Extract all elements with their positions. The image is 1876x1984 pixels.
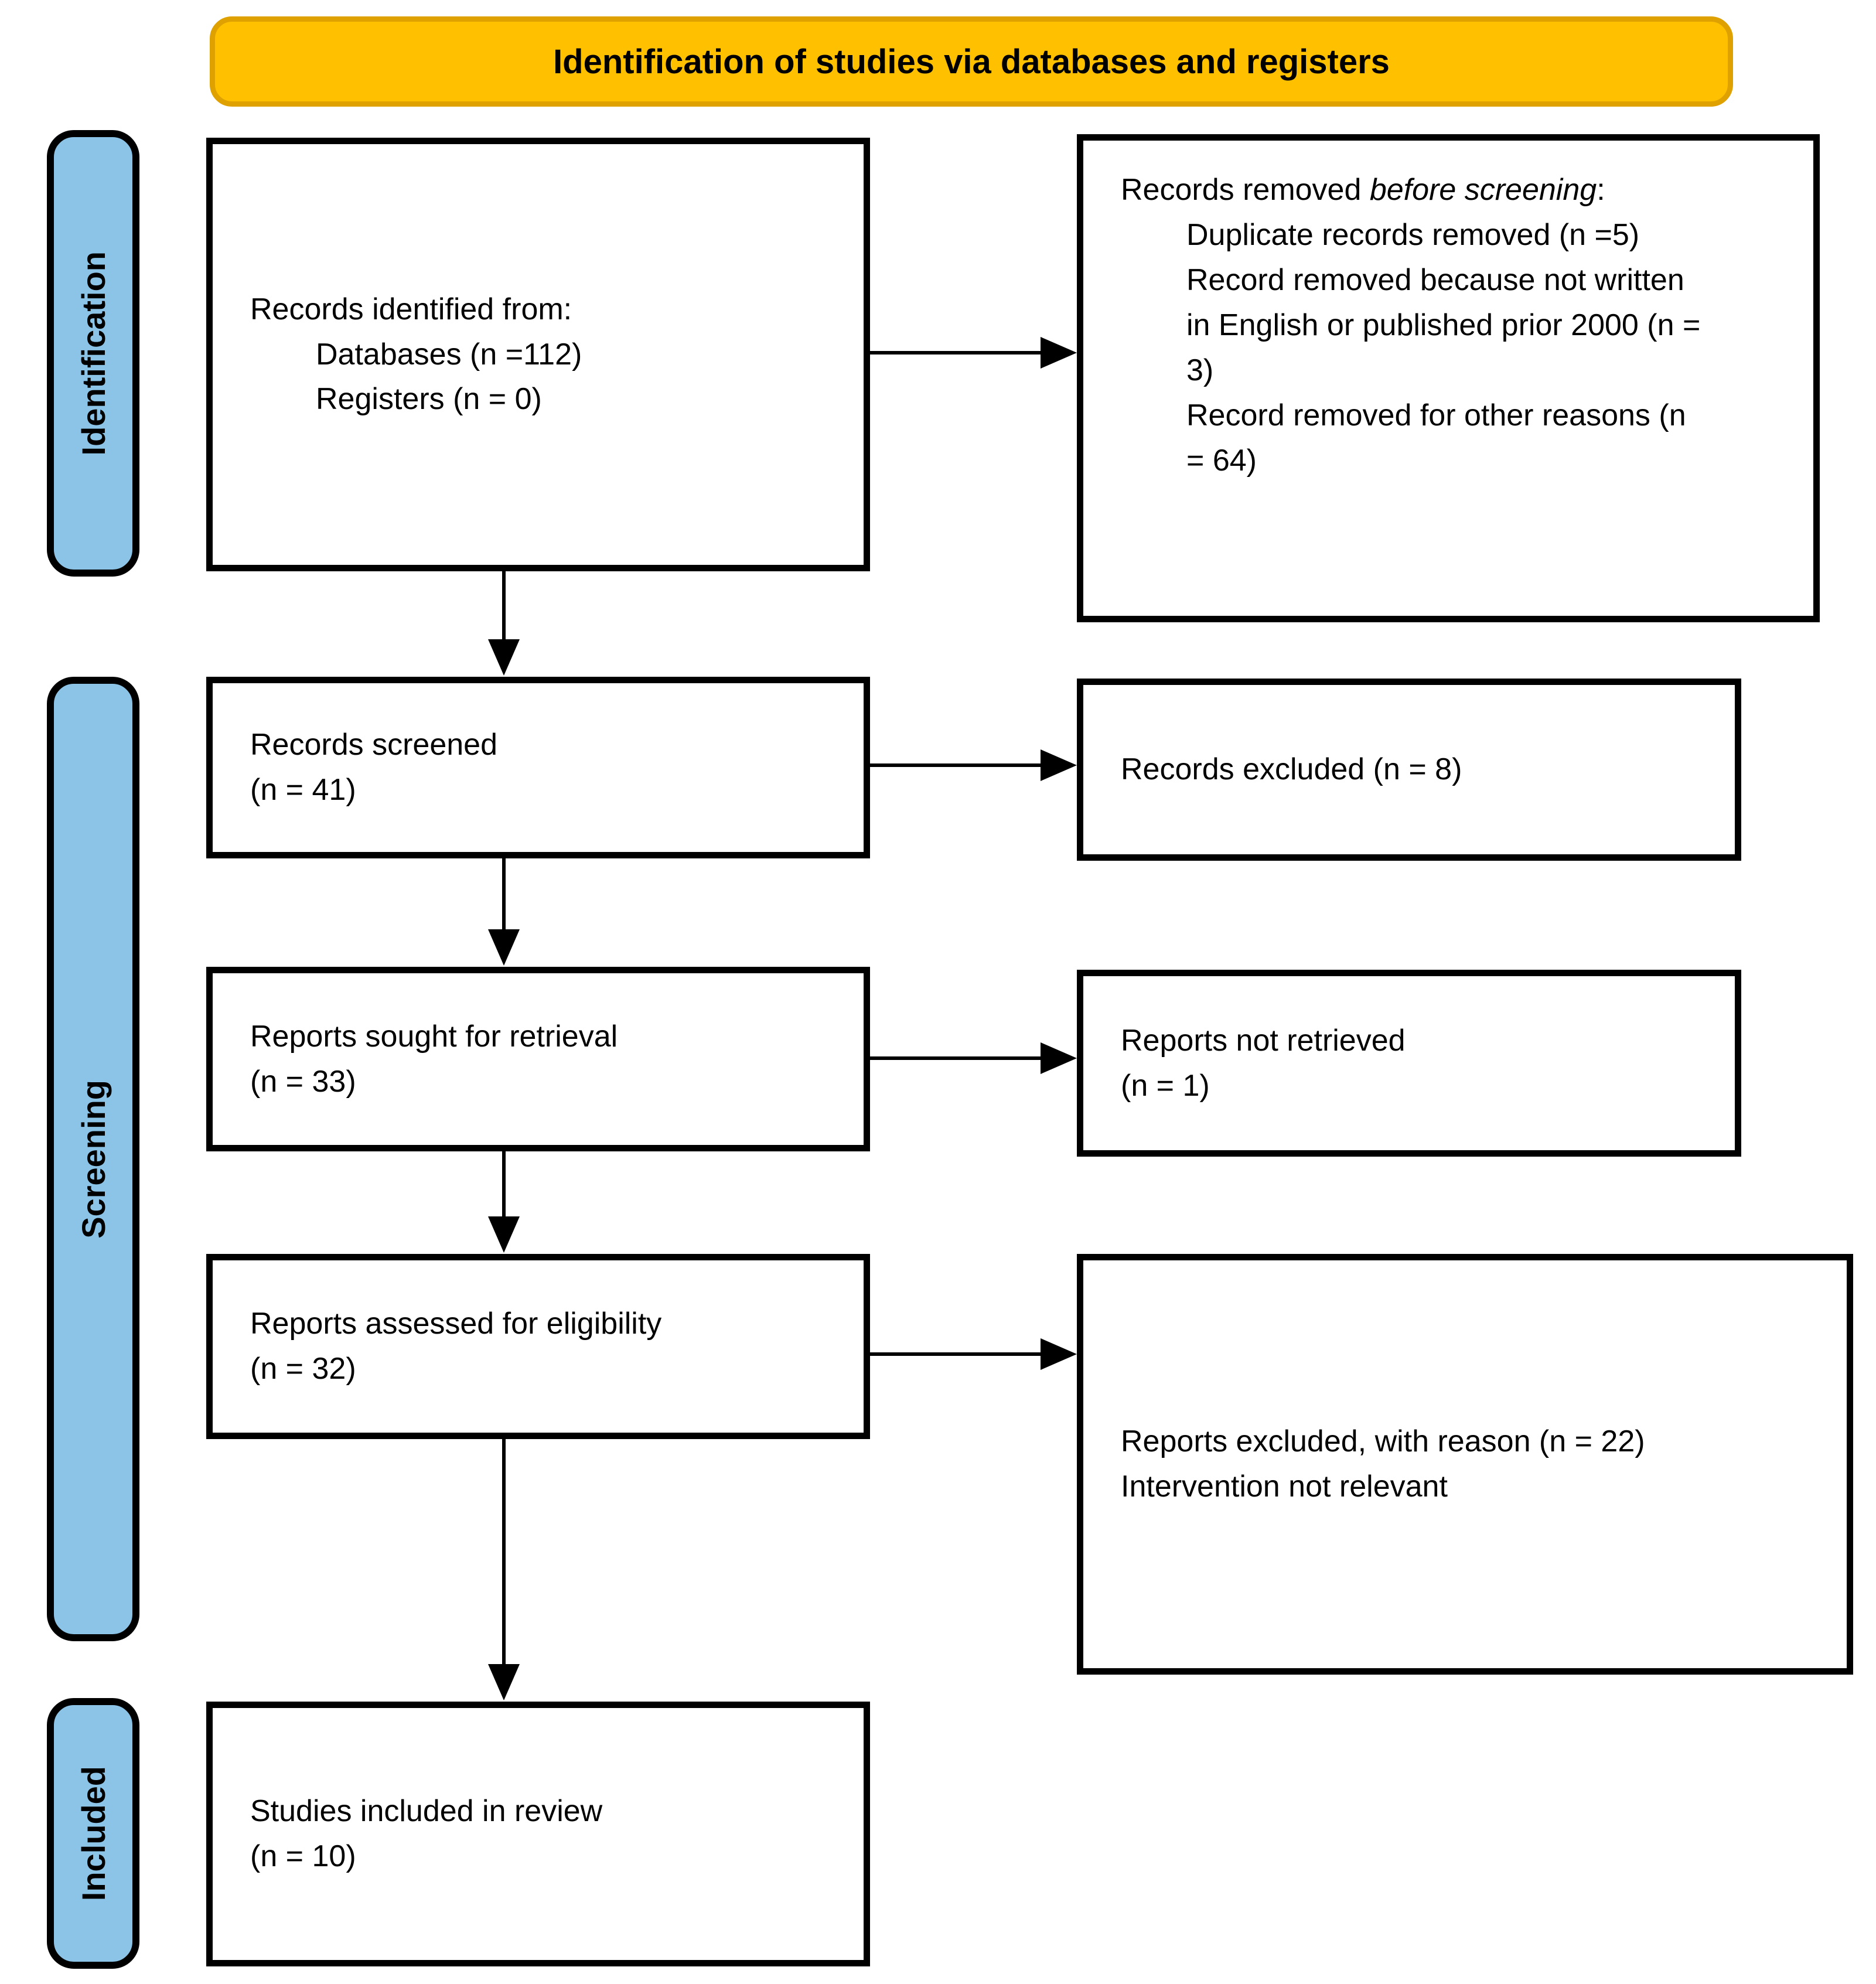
arrowhead-down-icon <box>488 1664 520 1700</box>
reports-excluded-line2: Intervention not relevant <box>1121 1470 1448 1504</box>
records-screened-box: Records screened (n = 41) <box>206 677 870 858</box>
records-screened-line2: (n = 41) <box>250 773 356 807</box>
arrowhead-right-icon <box>1041 337 1077 369</box>
arrowhead-down-icon <box>488 639 520 676</box>
arrowhead-down-icon <box>488 929 520 966</box>
studies-included-line1: Studies included in review <box>250 1794 603 1829</box>
stage-identification: Identification <box>47 130 139 577</box>
records-removed-other: Record removed for other reasons (n = 64… <box>1186 398 1686 478</box>
reports-sought-box: Reports sought for retrieval (n = 33) <box>206 967 870 1151</box>
reports-not-retrieved-box: Reports not retrieved (n = 1) <box>1077 970 1741 1157</box>
records-identified-box: Records identified from: Databases (n =1… <box>206 138 870 571</box>
arrowhead-right-icon <box>1041 749 1077 781</box>
title-banner: Identification of studies via databases … <box>210 16 1733 107</box>
records-removed-heading-italic: before screening <box>1369 173 1597 207</box>
stage-screening-label: Screening <box>74 1079 112 1239</box>
records-removed-heading: Records removed before screening: <box>1121 173 1605 207</box>
records-excluded-line1: Records excluded (n = 8) <box>1121 752 1462 787</box>
reports-assessed-box: Reports assessed for eligibility (n = 32… <box>206 1254 870 1439</box>
studies-included-line2: (n = 10) <box>250 1839 356 1873</box>
reports-excluded-box: Reports excluded, with reason (n = 22) I… <box>1077 1254 1853 1675</box>
records-identified-registers: Registers (n = 0) <box>316 382 542 417</box>
studies-included-box: Studies included in review (n = 10) <box>206 1702 870 1966</box>
title-banner-label: Identification of studies via databases … <box>553 42 1390 81</box>
records-excluded-box: Records excluded (n = 8) <box>1077 679 1741 861</box>
records-identified-heading: Records identified from: <box>250 292 572 326</box>
stage-included-label: Included <box>74 1765 112 1901</box>
records-removed-duplicates: Duplicate records removed (n =5) <box>1186 217 1640 252</box>
reports-sought-line1: Reports sought for retrieval <box>250 1019 618 1054</box>
reports-sought-line2: (n = 33) <box>250 1064 356 1099</box>
records-identified-databases: Databases (n =112) <box>316 337 582 371</box>
arrowhead-down-icon <box>488 1216 520 1253</box>
reports-excluded-line1: Reports excluded, with reason (n = 22) <box>1121 1424 1645 1459</box>
records-removed-box: Records removed before screening: Duplic… <box>1077 134 1820 622</box>
reports-not-retrieved-line2: (n = 1) <box>1121 1068 1210 1103</box>
records-screened-line1: Records screened <box>250 728 497 762</box>
stage-screening: Screening <box>47 677 139 1641</box>
arrowhead-right-icon <box>1041 1338 1077 1370</box>
reports-not-retrieved-line1: Reports not retrieved <box>1121 1023 1406 1058</box>
reports-assessed-line1: Reports assessed for eligibility <box>250 1307 662 1341</box>
records-removed-language: Record removed because not written in En… <box>1186 263 1701 387</box>
reports-assessed-line2: (n = 32) <box>250 1352 356 1386</box>
stage-identification-label: Identification <box>74 251 112 456</box>
stage-included: Included <box>47 1698 139 1969</box>
arrowhead-right-icon <box>1041 1042 1077 1074</box>
